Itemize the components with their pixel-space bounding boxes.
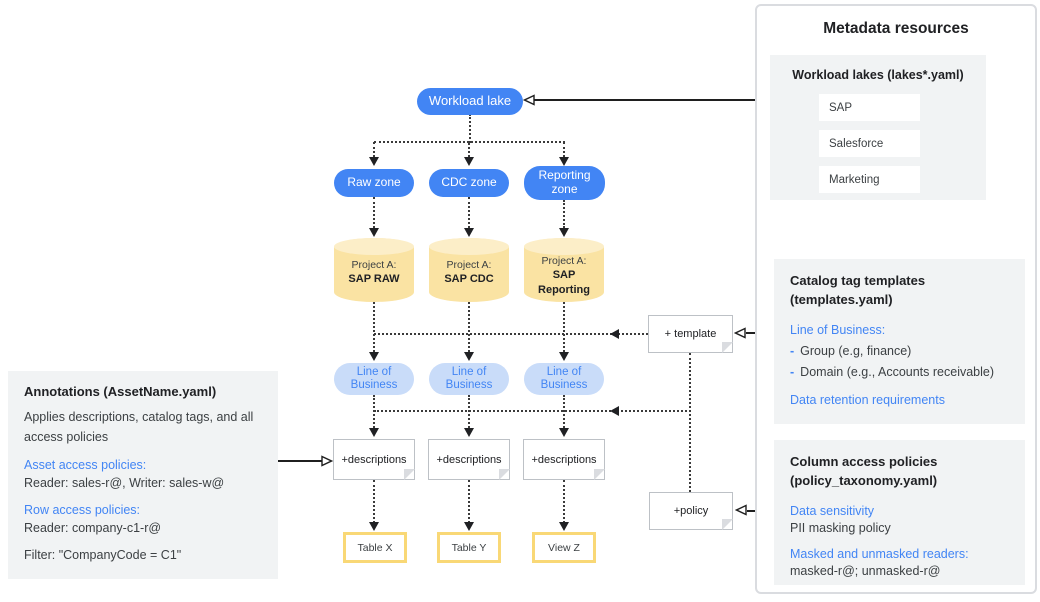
connector-descriptions-to-table: [468, 480, 470, 523]
arrowhead-left-icon: [610, 406, 619, 416]
cdc-zone-pill: CDC zone: [429, 169, 509, 197]
project-cylinder-sap-raw: Project A: SAP RAW: [334, 238, 414, 302]
connector-to-reporting-zone: [563, 142, 565, 157]
readers-value: masked-r@; unmasked-r@: [790, 564, 941, 579]
open-arrowhead-right-icon: [321, 455, 333, 467]
connector-lake-branch: [374, 141, 565, 143]
arrowhead-down-icon: [559, 352, 569, 361]
sensitivity-heading: Data sensitivity: [790, 503, 875, 518]
connector-to-raw-zone: [373, 142, 375, 157]
catalog-bullet: - Domain (e.g., Accounts receivable): [790, 362, 1009, 383]
template-note: + template: [648, 315, 733, 353]
project-cylinder-sap-cdc: Project A: SAP CDC: [429, 238, 509, 302]
lob-heading: Line of Business:: [790, 322, 886, 337]
arrowhead-left-icon: [610, 329, 619, 339]
annotations-panel: Annotations (AssetName.yaml) Applies des…: [8, 371, 278, 579]
raw-zone-pill: Raw zone: [334, 169, 414, 197]
connector-to-cdc-zone: [468, 143, 470, 157]
row-access-value: Reader: company-c1-r@: [24, 520, 162, 535]
arrowhead-down-icon: [464, 352, 474, 361]
reporting-zone-pill: Reporting zone: [524, 166, 605, 200]
cylinder-label: Project A: SAP RAW: [348, 259, 400, 286]
cylinder-label: Project A: SAP CDC: [444, 259, 494, 286]
catalog-templates-box: Catalog tag templates (templates.yaml) L…: [774, 259, 1025, 424]
descriptions-note: +descriptions: [428, 439, 510, 480]
open-arrowhead-left-icon: [523, 94, 535, 106]
connector-lake-stem: [469, 114, 471, 143]
arrowhead-down-icon: [464, 228, 474, 237]
connector-zone-to-project: [563, 200, 565, 228]
connector-zone-to-project: [373, 197, 375, 228]
connector-project-to-lob: [373, 302, 375, 352]
arrowhead-down-icon: [464, 522, 474, 531]
view-z-box: View Z: [532, 532, 596, 563]
cylinder-label: Project A: SAP Reporting: [538, 255, 590, 297]
connector-descriptions-to-table: [563, 480, 565, 523]
connector-template-to-policy: [689, 353, 691, 492]
arrow-annotations-to-descriptions: [278, 460, 322, 462]
descriptions-note: +descriptions: [523, 439, 605, 480]
asset-access-heading: Asset access policies:: [24, 458, 147, 472]
catalog-templates-title: Catalog tag templates (templates.yaml): [790, 273, 926, 307]
arrowhead-down-icon: [464, 157, 474, 166]
metadata-resources-panel: Metadata resources Workload lakes (lakes…: [755, 4, 1037, 594]
open-arrowhead-left-icon: [734, 327, 746, 339]
readers-heading: Masked and unmasked readers:: [790, 546, 969, 561]
bullet-dash: -: [790, 364, 795, 379]
sensitivity-value: PII masking policy: [790, 521, 891, 536]
workload-lakes-box: Workload lakes (lakes*.yaml) SAP Salesfo…: [770, 55, 986, 200]
connector-descriptions-to-table: [373, 480, 375, 523]
policy-note: +policy: [649, 492, 733, 530]
workload-lakes-title: Workload lakes (lakes*.yaml): [792, 68, 964, 82]
arrowhead-down-icon: [559, 428, 569, 437]
arrowhead-down-icon: [369, 157, 379, 166]
retention-heading: Data retention requirements: [790, 393, 945, 408]
lake-item-sap: SAP: [819, 94, 920, 121]
open-arrowhead-left-icon: [735, 504, 747, 516]
column-policies-box: Column access policies (policy_taxonomy.…: [774, 440, 1025, 585]
arrowhead-down-icon: [369, 352, 379, 361]
annotations-description: Applies descriptions, catalog tags, and …: [24, 410, 254, 444]
arrow-sap-to-lake: [534, 99, 817, 101]
arrowhead-down-icon: [559, 522, 569, 531]
lob-pill: Line of Business: [334, 363, 414, 395]
annotations-title: Annotations (AssetName.yaml): [24, 384, 217, 399]
workload-lake-pill: Workload lake: [417, 88, 523, 115]
arrowhead-down-icon: [369, 228, 379, 237]
project-cylinder-sap-reporting: Project A: SAP Reporting: [524, 238, 604, 302]
lob-pill: Line of Business: [524, 363, 604, 395]
connector-zone-to-project: [468, 197, 470, 228]
arrowhead-down-icon: [369, 522, 379, 531]
connector-project-to-lob: [563, 302, 565, 352]
filter-value: Filter: "CompanyCode = C1": [24, 548, 182, 562]
bullet-dash: -: [790, 344, 795, 359]
lob-pill: Line of Business: [429, 363, 509, 395]
lake-item-marketing: Marketing: [819, 166, 920, 193]
arrowhead-down-icon: [464, 428, 474, 437]
row-access-heading: Row access policies:: [24, 503, 141, 517]
arrowhead-down-icon: [559, 228, 569, 237]
asset-access-value: Reader: sales-r@, Writer: sales-w@: [24, 475, 225, 490]
metadata-panel-title: Metadata resources: [823, 20, 969, 37]
lake-item-salesforce: Salesforce: [819, 130, 920, 157]
column-policies-title: Column access policies (policy_taxonomy.…: [790, 454, 938, 488]
connector-project-to-lob: [468, 302, 470, 352]
catalog-bullet: - Group (e.g, finance): [790, 341, 1009, 362]
connector-policy-row: [374, 410, 691, 412]
descriptions-note: +descriptions: [333, 439, 415, 480]
arrowhead-down-icon: [369, 428, 379, 437]
connector-template-row: [374, 333, 648, 335]
table-y-box: Table Y: [437, 532, 501, 563]
table-x-box: Table X: [343, 532, 407, 563]
arrowhead-down-icon: [559, 157, 569, 166]
